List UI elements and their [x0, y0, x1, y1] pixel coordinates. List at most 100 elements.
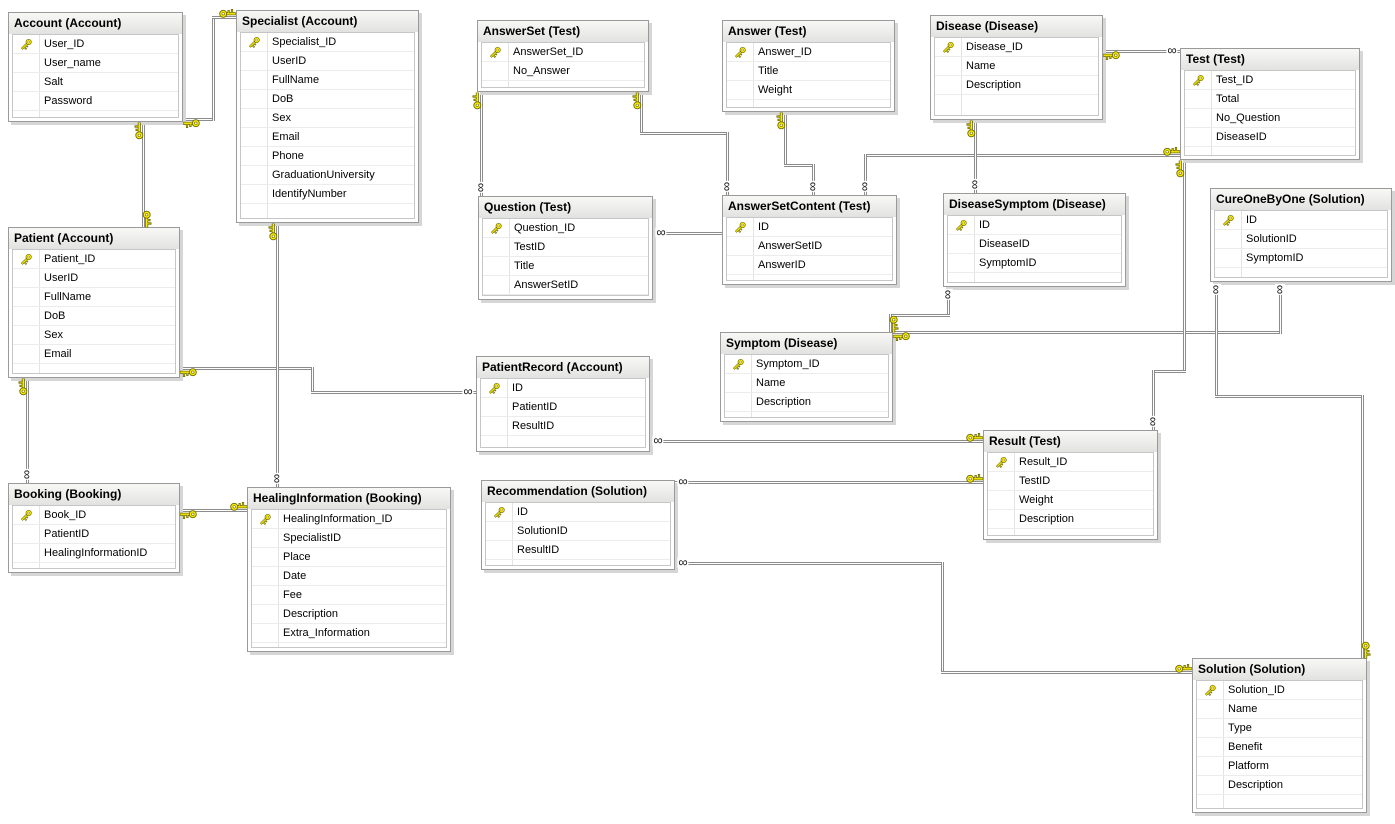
table-row[interactable]: AnswerSet_ID [482, 43, 644, 62]
table-row[interactable]: ID [1215, 211, 1387, 230]
table-row[interactable]: Description [1197, 776, 1362, 795]
table-row[interactable]: PatientID [13, 525, 175, 544]
table-row[interactable]: HealingInformation_ID [252, 510, 446, 529]
table-row[interactable]: TestID [483, 238, 648, 257]
table-row[interactable]: Answer_ID [727, 43, 890, 62]
table-row[interactable]: Sex [241, 109, 414, 128]
table-row[interactable]: DoB [241, 90, 414, 109]
table-title[interactable]: Symptom (Disease) [721, 333, 892, 354]
table-row[interactable]: Total [1185, 90, 1355, 109]
table-title[interactable]: PatientRecord (Account) [477, 357, 649, 378]
table-row[interactable]: Type [1197, 719, 1362, 738]
table-row[interactable]: Name [1197, 700, 1362, 719]
table-row[interactable]: Extra_Information [252, 624, 446, 643]
table-row[interactable]: ID [948, 216, 1121, 235]
table-row[interactable]: FullName [241, 71, 414, 90]
table-row[interactable]: ID [486, 503, 670, 522]
table-row[interactable]: UserID [241, 52, 414, 71]
table-row[interactable]: UserID [13, 269, 175, 288]
table-title[interactable]: Recommendation (Solution) [482, 481, 674, 502]
table-row[interactable]: GraduationUniversity [241, 166, 414, 185]
table-row[interactable]: DiseaseID [948, 235, 1121, 254]
table-row[interactable]: Solution_ID [1197, 681, 1362, 700]
table-row[interactable]: User_name [13, 54, 178, 73]
table-row[interactable]: IdentifyNumber [241, 185, 414, 204]
table-row[interactable]: Result_ID [988, 453, 1153, 472]
table-row[interactable]: Title [483, 257, 648, 276]
table-row[interactable]: Test_ID [1185, 71, 1355, 90]
table-row[interactable]: Name [935, 57, 1098, 76]
table-row[interactable]: Symptom_ID [725, 355, 888, 374]
table-row[interactable]: ResultID [486, 541, 670, 560]
table-title[interactable]: Specialist (Account) [237, 11, 418, 32]
table-row[interactable]: AnswerID [727, 256, 892, 275]
table-row[interactable]: Weight [727, 81, 890, 100]
table-title[interactable]: Answer (Test) [723, 21, 894, 42]
table-row[interactable]: Email [241, 128, 414, 147]
table-row[interactable]: Question_ID [483, 219, 648, 238]
table-row[interactable]: Description [988, 510, 1153, 529]
table-row[interactable]: Name [725, 374, 888, 393]
table-row[interactable]: SolutionID [1215, 230, 1387, 249]
table-title[interactable]: HealingInformation (Booking) [248, 488, 450, 509]
table-row[interactable]: Disease_ID [935, 38, 1098, 57]
table-title[interactable]: DiseaseSymptom (Disease) [944, 194, 1125, 215]
table-row[interactable]: ID [727, 218, 892, 237]
table-row[interactable]: AnswerSetID [483, 276, 648, 295]
table-row[interactable]: ResultID [481, 417, 645, 436]
table-row[interactable]: Benefit [1197, 738, 1362, 757]
table-row[interactable]: Description [725, 393, 888, 412]
table-row[interactable]: Phone [241, 147, 414, 166]
table-title[interactable]: Disease (Disease) [931, 16, 1102, 37]
table-row[interactable]: SymptomID [948, 254, 1121, 273]
table-row[interactable]: Platform [1197, 757, 1362, 776]
table-row[interactable]: Title [727, 62, 890, 81]
table-title[interactable]: Solution (Solution) [1193, 659, 1366, 680]
entity-table-healinginformation[interactable]: HealingInformation (Booking) HealingInfo… [247, 487, 451, 652]
table-row[interactable]: Patient_ID [13, 250, 175, 269]
table-row[interactable]: Description [252, 605, 446, 624]
table-title[interactable]: Question (Test) [479, 197, 652, 218]
table-row[interactable]: Sex [13, 326, 175, 345]
table-row[interactable]: DiseaseID [1185, 128, 1355, 147]
table-row[interactable]: SpecialistID [252, 529, 446, 548]
table-row[interactable]: Book_ID [13, 506, 175, 525]
table-row[interactable]: ID [481, 379, 645, 398]
table-row[interactable]: User_ID [13, 35, 178, 54]
table-row[interactable]: Password [13, 92, 178, 111]
table-row[interactable]: Place [252, 548, 446, 567]
table-row[interactable]: Salt [13, 73, 178, 92]
table-title[interactable]: AnswerSet (Test) [478, 21, 648, 42]
table-title[interactable]: Result (Test) [984, 431, 1157, 452]
table-title[interactable]: Patient (Account) [9, 228, 179, 249]
table-row[interactable]: Weight [988, 491, 1153, 510]
table-row[interactable]: HealingInformationID [13, 544, 175, 563]
table-row[interactable]: Email [13, 345, 175, 364]
table-row[interactable]: AnswerSetID [727, 237, 892, 256]
table-row[interactable]: FullName [13, 288, 175, 307]
table-row[interactable]: No_Question [1185, 109, 1355, 128]
table-title[interactable]: Test (Test) [1181, 49, 1359, 70]
table-row[interactable]: Date [252, 567, 446, 586]
table-row[interactable]: TestID [988, 472, 1153, 491]
table-row[interactable]: Specialist_ID [241, 33, 414, 52]
table-title[interactable]: Account (Account) [9, 13, 182, 34]
table-title[interactable]: Booking (Booking) [9, 484, 179, 505]
table-row[interactable]: SolutionID [486, 522, 670, 541]
